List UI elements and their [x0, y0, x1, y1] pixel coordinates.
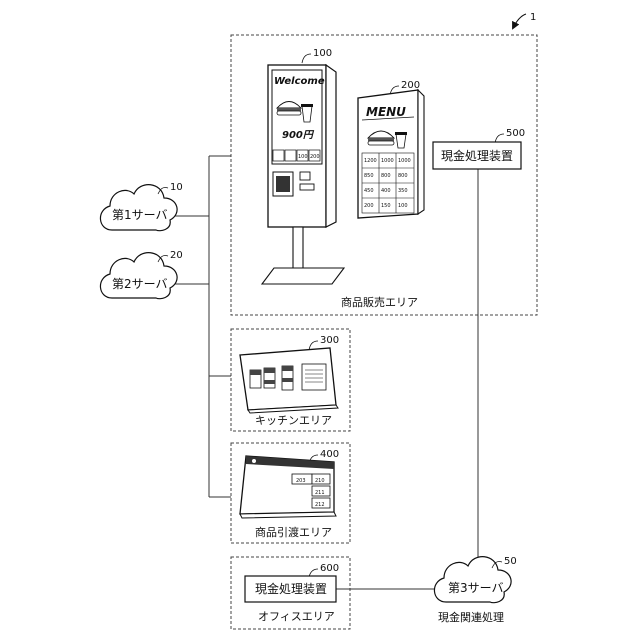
- system-ref: 1: [530, 12, 536, 23]
- third-server-caption: 現金関連処理: [438, 610, 504, 624]
- menu-price-cell: 1000: [381, 158, 394, 164]
- menu-board-title: MENU: [366, 105, 406, 119]
- kitchen-ref: 300: [320, 335, 339, 346]
- kitchen-display: 300: [240, 335, 339, 413]
- second-server-cloud: 第2サーバ: [100, 253, 177, 299]
- menu-price-cell: 200: [364, 203, 374, 209]
- pickup-tag-203: 203: [296, 478, 306, 484]
- third-server-ref: 50: [504, 556, 517, 567]
- menu-price-cell: 800: [398, 173, 408, 179]
- cash-device-label: 現金処理装置: [441, 148, 513, 163]
- pickup-ref: 400: [320, 449, 339, 460]
- menu-price-cell: 850: [364, 173, 374, 179]
- pickup-display: 400 203 210 211 212: [240, 449, 339, 518]
- second-server-ref: 20: [170, 250, 183, 261]
- menu-price-cell: 1000: [398, 158, 411, 164]
- kiosk-ref: 100: [313, 48, 332, 59]
- third-server-cloud: 第3サーバ: [434, 557, 511, 603]
- office-cash-device-label: 現金処理装置: [255, 581, 327, 596]
- pickup-tag-212: 212: [315, 502, 325, 508]
- kiosk-welcome: Welcome: [274, 76, 325, 87]
- pickup-tag-210: 210: [315, 478, 325, 484]
- office-ref: 600: [320, 563, 339, 574]
- menu-price-cell: 150: [381, 203, 391, 209]
- office-area-label: オフィスエリア: [258, 610, 335, 623]
- kitchen-area-label: キッチンエリア: [255, 414, 332, 427]
- kiosk-tile-100: 100: [298, 154, 308, 160]
- first-server-cloud: 第1サーバ: [100, 185, 177, 231]
- menu-price-cell: 1200: [364, 158, 377, 164]
- menu-price-cell: 800: [381, 173, 391, 179]
- first-server-ref: 10: [170, 182, 183, 193]
- sales-area-label: 商品販売エリア: [341, 295, 418, 309]
- menu-price-cell: 400: [381, 188, 391, 194]
- first-server-label: 第1サーバ: [112, 208, 168, 222]
- kiosk-price: 900円: [282, 130, 315, 141]
- menu-price-cell: 350: [398, 188, 408, 194]
- pickup-area-label: 商品引渡エリア: [255, 525, 332, 539]
- cash-device-ref: 500: [506, 128, 525, 139]
- menu-board-ref: 200: [401, 80, 420, 91]
- kiosk-terminal: 100 Welcome 900円 100 200: [262, 48, 344, 284]
- pickup-tag-211: 211: [315, 490, 325, 496]
- system-ref-arrow: [513, 14, 526, 28]
- third-server-label: 第3サーバ: [448, 581, 504, 595]
- kiosk-tile-200: 200: [310, 154, 320, 160]
- menu-board: 200 MENU 1200 1000 1000 850 800 800 450 400 350 2…: [358, 80, 424, 218]
- second-server-label: 第2サーバ: [112, 277, 168, 291]
- menu-price-cell: 450: [364, 188, 374, 194]
- menu-price-cell: 100: [398, 203, 408, 209]
